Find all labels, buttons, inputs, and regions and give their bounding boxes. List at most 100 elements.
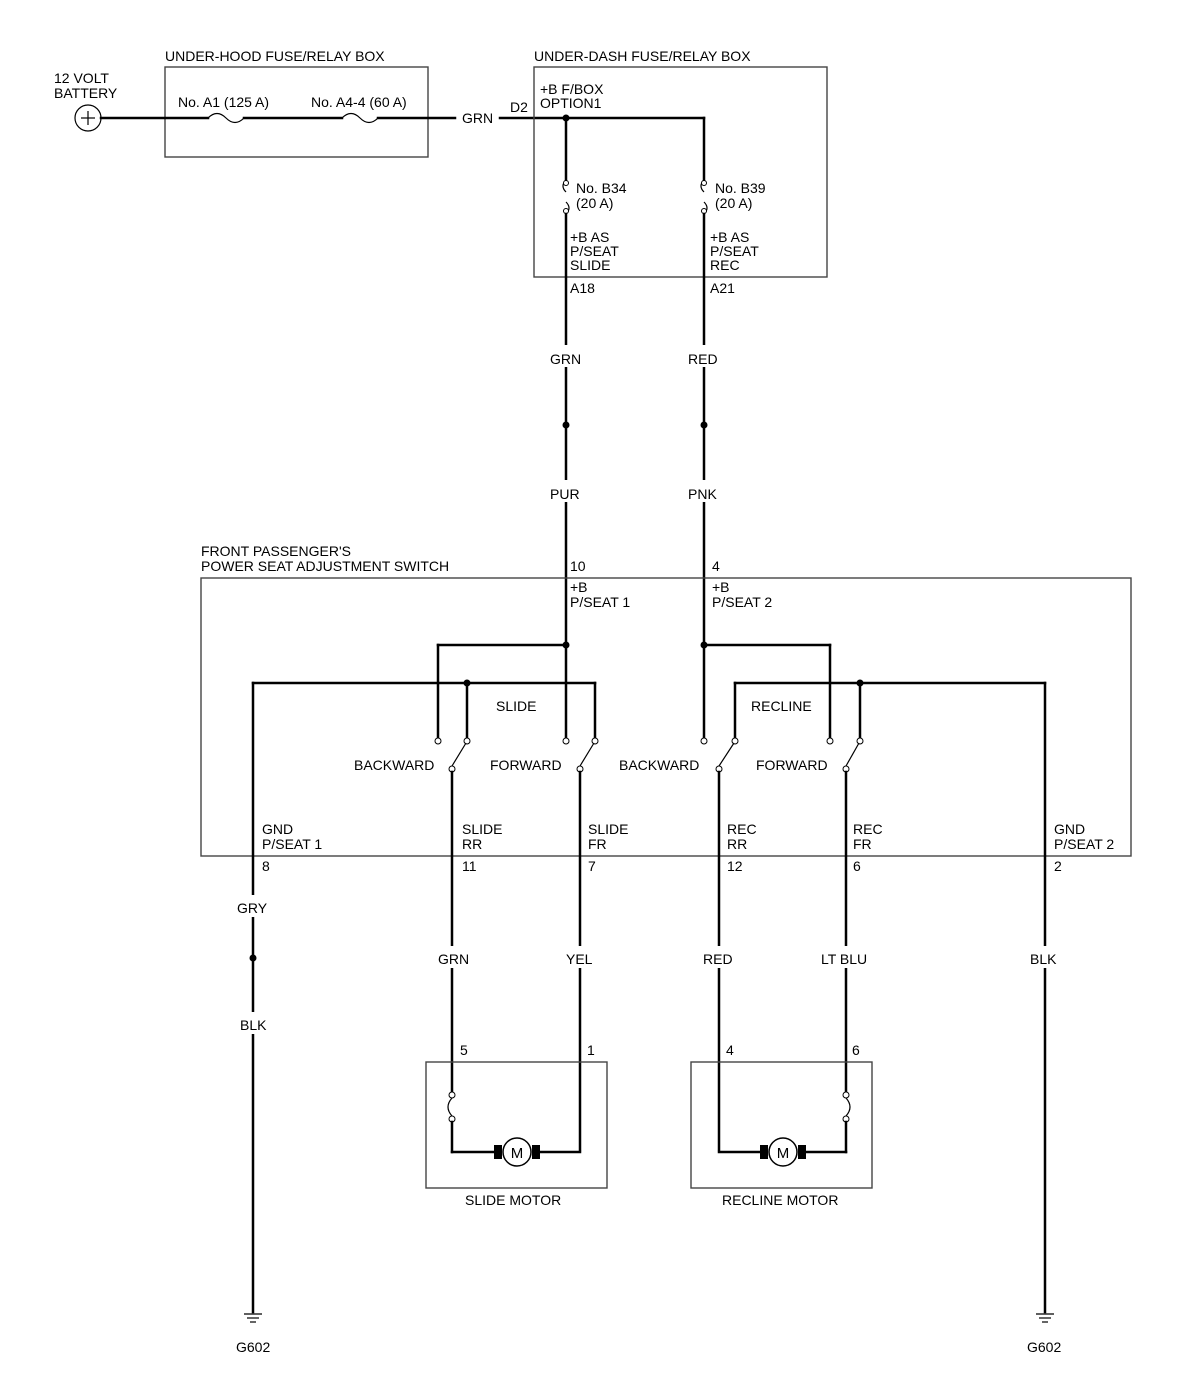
wire-grn-upper-label: GRN: [550, 351, 581, 367]
backward-2-label: BACKWARD: [619, 757, 699, 773]
switch-title-line1: FRONT PASSENGER'S: [201, 543, 351, 559]
out-rec-line1: +B AS: [710, 229, 749, 245]
recline-motor-breaker: [845, 1097, 851, 1117]
pin-a21-label: A21: [710, 280, 735, 296]
pin-a18-label: A18: [570, 280, 595, 296]
gnd2-line2: P/SEAT 2: [1054, 836, 1114, 852]
battery-label-line1: 12 VOLT: [54, 70, 109, 86]
slide-fr-line1: SLIDE: [588, 821, 628, 837]
recline-label: RECLINE: [751, 698, 812, 714]
bus-label-line1: +B F/BOX: [540, 81, 604, 97]
splice-ground-left: [249, 954, 257, 962]
slide-rr-line2: RR: [462, 836, 482, 852]
recline-motor-frame: [690, 1061, 873, 1189]
out-slide-line2: P/SEAT: [570, 243, 619, 259]
wire-blk-left-label: BLK: [240, 1017, 267, 1033]
gnd1-line1: GND: [262, 821, 293, 837]
rec-rr-line1: REC: [727, 821, 757, 837]
in2-line1: +B: [712, 579, 730, 595]
under-dash-box-frame: [533, 66, 828, 278]
fuse-a1-symbol: [207, 112, 245, 124]
wire-lt-blu-label: LT BLU: [821, 951, 867, 967]
wire-pur-label: PUR: [550, 486, 580, 502]
main-feed-wire: GRN: [99, 110, 706, 126]
fuse-b34-label-line2: (20 A): [576, 195, 613, 211]
fuse-a4-symbol: [341, 112, 379, 124]
slide-motor-symbol: [502, 1137, 532, 1167]
fuse-a4-label: No. A4-4 (60 A): [311, 94, 407, 110]
fuse-a1-label: No. A1 (125 A): [178, 94, 269, 110]
ground-left: G602: [236, 1313, 270, 1355]
switch-slide-backward: [434, 737, 471, 773]
under-dash-box-title: UNDER-DASH FUSE/RELAY BOX: [534, 48, 751, 64]
in1-line1: +B: [570, 579, 588, 595]
slide-motor-label: SLIDE MOTOR: [465, 1192, 561, 1208]
wire-pnk-label: PNK: [688, 486, 717, 502]
ground-right: G602: [1027, 1313, 1061, 1355]
slide-motor: 5 1 M SLIDE MOTOR: [425, 1042, 608, 1208]
wire-blk-right-label: BLK: [1030, 951, 1057, 967]
recline-motor-m: M: [777, 1145, 790, 1162]
rec-fr-line1: REC: [853, 821, 883, 837]
wire-gry-label: GRY: [237, 900, 268, 916]
battery-label-line2: BATTERY: [54, 85, 118, 101]
wire-grn-lower-label: GRN: [438, 951, 469, 967]
out-slide-line1: +B AS: [570, 229, 609, 245]
slide-label: SLIDE: [496, 698, 536, 714]
switch-frame: [200, 577, 1132, 857]
wire-red-upper-label: RED: [688, 351, 718, 367]
slide-motor-pin-1: 1: [587, 1042, 595, 1058]
in1-line2: P/SEAT 1: [570, 594, 630, 610]
ground-right-label: G602: [1027, 1339, 1061, 1355]
slide-motor-frame: [425, 1061, 608, 1189]
under-hood-fuse-box: UNDER-HOOD FUSE/RELAY BOX No. A1 (125 A)…: [164, 48, 429, 158]
slide-motor-breaker: [447, 1097, 453, 1117]
out-slide-line3: SLIDE: [570, 257, 610, 273]
rec-fr-line2: FR: [853, 836, 872, 852]
fuse-b34-label-line1: No. B34: [576, 180, 627, 196]
bus-label-line2: OPTION1: [540, 95, 602, 111]
slide-rr-line1: SLIDE: [462, 821, 502, 837]
out-rec-line2: P/SEAT: [710, 243, 759, 259]
recline-motor-pin-6: 6: [852, 1042, 860, 1058]
ground-left-label: G602: [236, 1339, 270, 1355]
gnd2-line1: GND: [1054, 821, 1085, 837]
slide-motor-m: M: [511, 1145, 524, 1162]
pin-11-label: 11: [462, 858, 477, 874]
in2-line2: P/SEAT 2: [712, 594, 772, 610]
fuse-b39-label-line2: (20 A): [715, 195, 752, 211]
power-seat-switch: FRONT PASSENGER'S POWER SEAT ADJUSTMENT …: [200, 543, 1132, 874]
out-rec-line3: REC: [710, 257, 740, 273]
fuse-b39-label-line1: No. B39: [715, 180, 766, 196]
upper-wires: GRN RED PUR PNK: [545, 345, 724, 647]
pin-6-label: 6: [853, 858, 861, 874]
switch-recline-backward: [700, 737, 739, 773]
recline-motor-label: RECLINE MOTOR: [722, 1192, 838, 1208]
forward-2-label: FORWARD: [756, 757, 828, 773]
wire-yel-label: YEL: [566, 951, 593, 967]
under-hood-box-frame: [164, 66, 429, 158]
slide-motor-pin-5: 5: [460, 1042, 468, 1058]
switch-recline-forward: [826, 737, 864, 773]
slide-fr-line2: FR: [588, 836, 607, 852]
under-dash-fuse-box: UNDER-DASH FUSE/RELAY BOX D2 +B F/BOX OP…: [510, 48, 828, 427]
recline-motor-symbol: [768, 1137, 798, 1167]
switch-slide-forward: [562, 737, 599, 773]
backward-1-label: BACKWARD: [354, 757, 434, 773]
wire-red-lower-label: RED: [703, 951, 733, 967]
rec-rr-line2: RR: [727, 836, 747, 852]
switch-title-line2: POWER SEAT ADJUSTMENT SWITCH: [201, 558, 449, 574]
pin-2-label: 2: [1054, 858, 1062, 874]
pin-10-label: 10: [570, 558, 586, 574]
recline-motor-pin-4: 4: [726, 1042, 734, 1058]
connector-d2-label: D2: [510, 99, 528, 115]
gnd1-line2: P/SEAT 1: [262, 836, 322, 852]
pin-4-label: 4: [712, 558, 720, 574]
pin-7-label: 7: [588, 858, 596, 874]
pin-12-label: 12: [727, 858, 743, 874]
forward-1-label: FORWARD: [490, 757, 562, 773]
wire-grn-main-label: GRN: [462, 110, 493, 126]
recline-motor: 4 6 M RECLINE MOTOR: [690, 1042, 873, 1208]
lower-wires: GRY BLK GRN YEL RED LT BLU BLK: [233, 681, 1064, 1314]
